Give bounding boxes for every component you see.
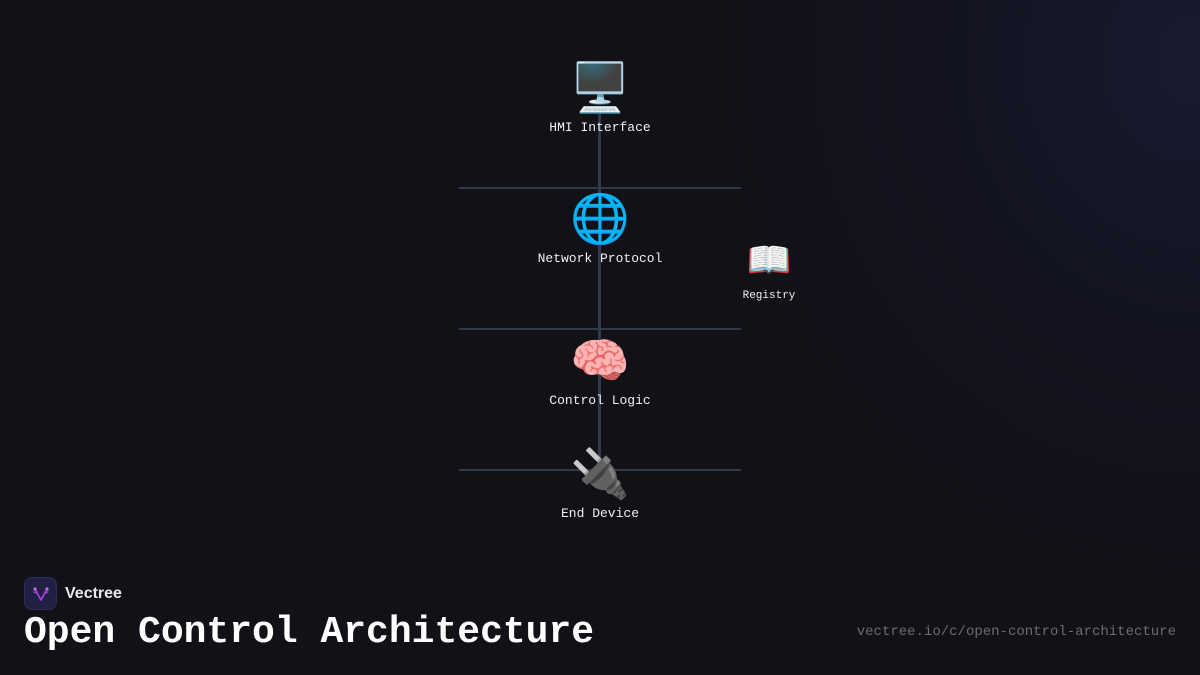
page-title: Open Control Architecture [24, 611, 595, 654]
electric-plug-icon: 🔌 [570, 446, 630, 502]
vertical-connector [598, 108, 601, 463]
brand: Vectree [24, 577, 122, 610]
brand-name: Vectree [65, 584, 122, 602]
node-label: HMI Interface [549, 120, 651, 135]
node-hmi-interface[interactable]: 🖥️ HMI Interface [549, 60, 650, 136]
node-label: Network Protocol [537, 251, 663, 266]
vectree-logo-icon [24, 577, 57, 610]
layer-divider-3 [459, 469, 741, 471]
brain-icon: 🧠 [570, 333, 630, 389]
layer-divider-1 [459, 187, 741, 189]
layer-divider-2 [459, 328, 741, 330]
page-url[interactable]: vectree.io/c/open-control-architecture [856, 624, 1176, 640]
node-label: End Device [560, 506, 640, 521]
node-control-logic[interactable]: 🧠 Control Logic [549, 333, 650, 409]
globe-icon: 🌐 [570, 191, 630, 247]
node-label: Control Logic [549, 393, 651, 408]
node-registry[interactable]: 📖 Registry [743, 240, 796, 304]
open-book-icon: 📖 [746, 240, 792, 281]
node-end-device[interactable]: 🔌 End Device [561, 446, 639, 522]
node-label: Registry [742, 290, 796, 302]
desktop-computer-icon: 🖥️ [570, 60, 630, 116]
node-network-protocol[interactable]: 🌐 Network Protocol [538, 191, 663, 267]
